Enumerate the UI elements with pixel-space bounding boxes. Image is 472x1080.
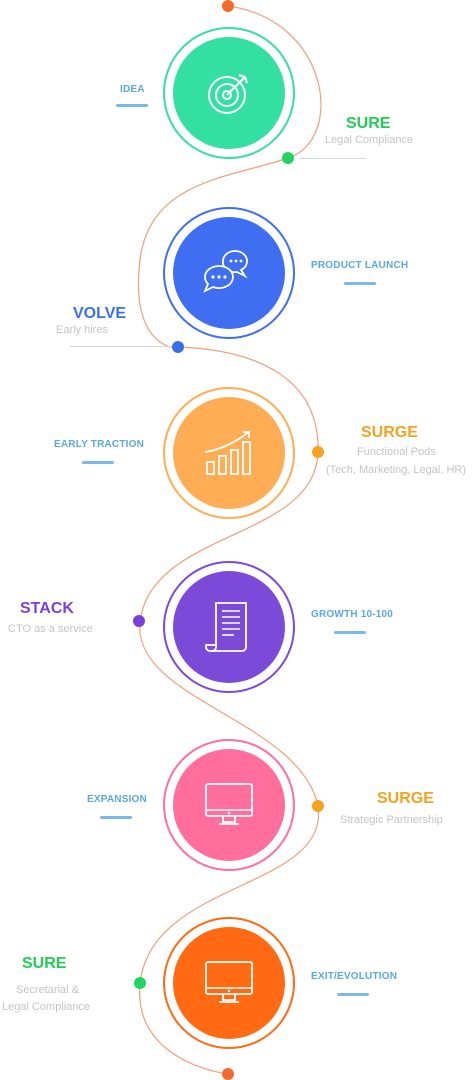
stage-label-exit: EXIT/EVOLUTION xyxy=(311,971,398,982)
growth-disc[interactable] xyxy=(173,571,285,683)
idea-ring xyxy=(163,27,295,159)
connector-dot-stack xyxy=(133,615,145,627)
brand-surge2-sub: Strategic Partnership xyxy=(340,814,443,826)
stage-underline-launch xyxy=(344,282,376,285)
brand-sure2-title: SURE xyxy=(22,955,67,972)
stage-underline-growth xyxy=(334,631,366,634)
expansion-ring xyxy=(163,739,295,871)
traction-ring xyxy=(163,387,295,519)
stage-label-expansion: EXPANSION xyxy=(87,794,147,805)
launch-disc[interactable] xyxy=(173,217,285,329)
brand-stack-sub: CTO as a service xyxy=(8,623,93,635)
brand-surge-sub: Functional Pods xyxy=(357,446,436,458)
brand-sure-title: SURE xyxy=(346,115,391,132)
connector-dot-sure xyxy=(282,152,294,164)
brand-sure-sub: Legal Compliance xyxy=(325,134,414,146)
growth-ring xyxy=(163,561,295,693)
connector-line-sure xyxy=(300,158,366,159)
brand-sure2-sub: Secretarial & xyxy=(16,984,79,996)
stage-underline-expansion xyxy=(100,816,132,819)
idea-disc[interactable] xyxy=(173,37,285,149)
document-scroll-icon xyxy=(205,602,247,652)
connector-dot-surge-2 xyxy=(312,800,324,812)
stage-label-growth: GROWTH 10-100 xyxy=(311,609,394,620)
stage-underline-traction xyxy=(82,461,114,464)
connector-dot-sure-2 xyxy=(134,977,146,989)
brand-surge2-title: SURGE xyxy=(377,790,434,807)
monitor-icon xyxy=(205,961,253,1003)
exit-ring xyxy=(163,917,295,1049)
stage-label-launch: PRODUCT LAUNCH xyxy=(311,260,409,271)
connector-line-volve xyxy=(70,346,170,347)
chat-bubbles-icon xyxy=(203,250,248,293)
exit-disc[interactable] xyxy=(173,927,285,1039)
target-icon xyxy=(208,74,248,114)
brand-surge-sub2: (Tech, Marketing, Legal, HR) xyxy=(326,464,466,476)
expansion-disc[interactable] xyxy=(173,749,285,861)
brand-volve-sub: Early hires xyxy=(56,324,108,336)
timeline-start-dot xyxy=(222,0,234,12)
stage-underline-exit xyxy=(337,993,369,996)
brand-volve-title: VOLVE xyxy=(73,305,127,322)
connector-dot-surge xyxy=(312,446,324,458)
brand-sure2-sub2: Legal Compliance xyxy=(2,1001,91,1013)
timeline-end-dot xyxy=(222,1068,234,1080)
launch-ring xyxy=(163,207,295,339)
stage-label-idea: IDEA xyxy=(120,84,145,95)
brand-stack-title: STACK xyxy=(20,600,74,617)
monitor-icon xyxy=(205,783,253,825)
growth-chart-icon xyxy=(204,431,251,475)
stage-label-traction: EARLY TRACTION xyxy=(54,439,145,450)
connector-dot-volve xyxy=(172,341,184,353)
stage-underline-idea xyxy=(116,104,148,107)
brand-surge-title: SURGE xyxy=(361,424,418,441)
traction-disc[interactable] xyxy=(173,397,285,509)
